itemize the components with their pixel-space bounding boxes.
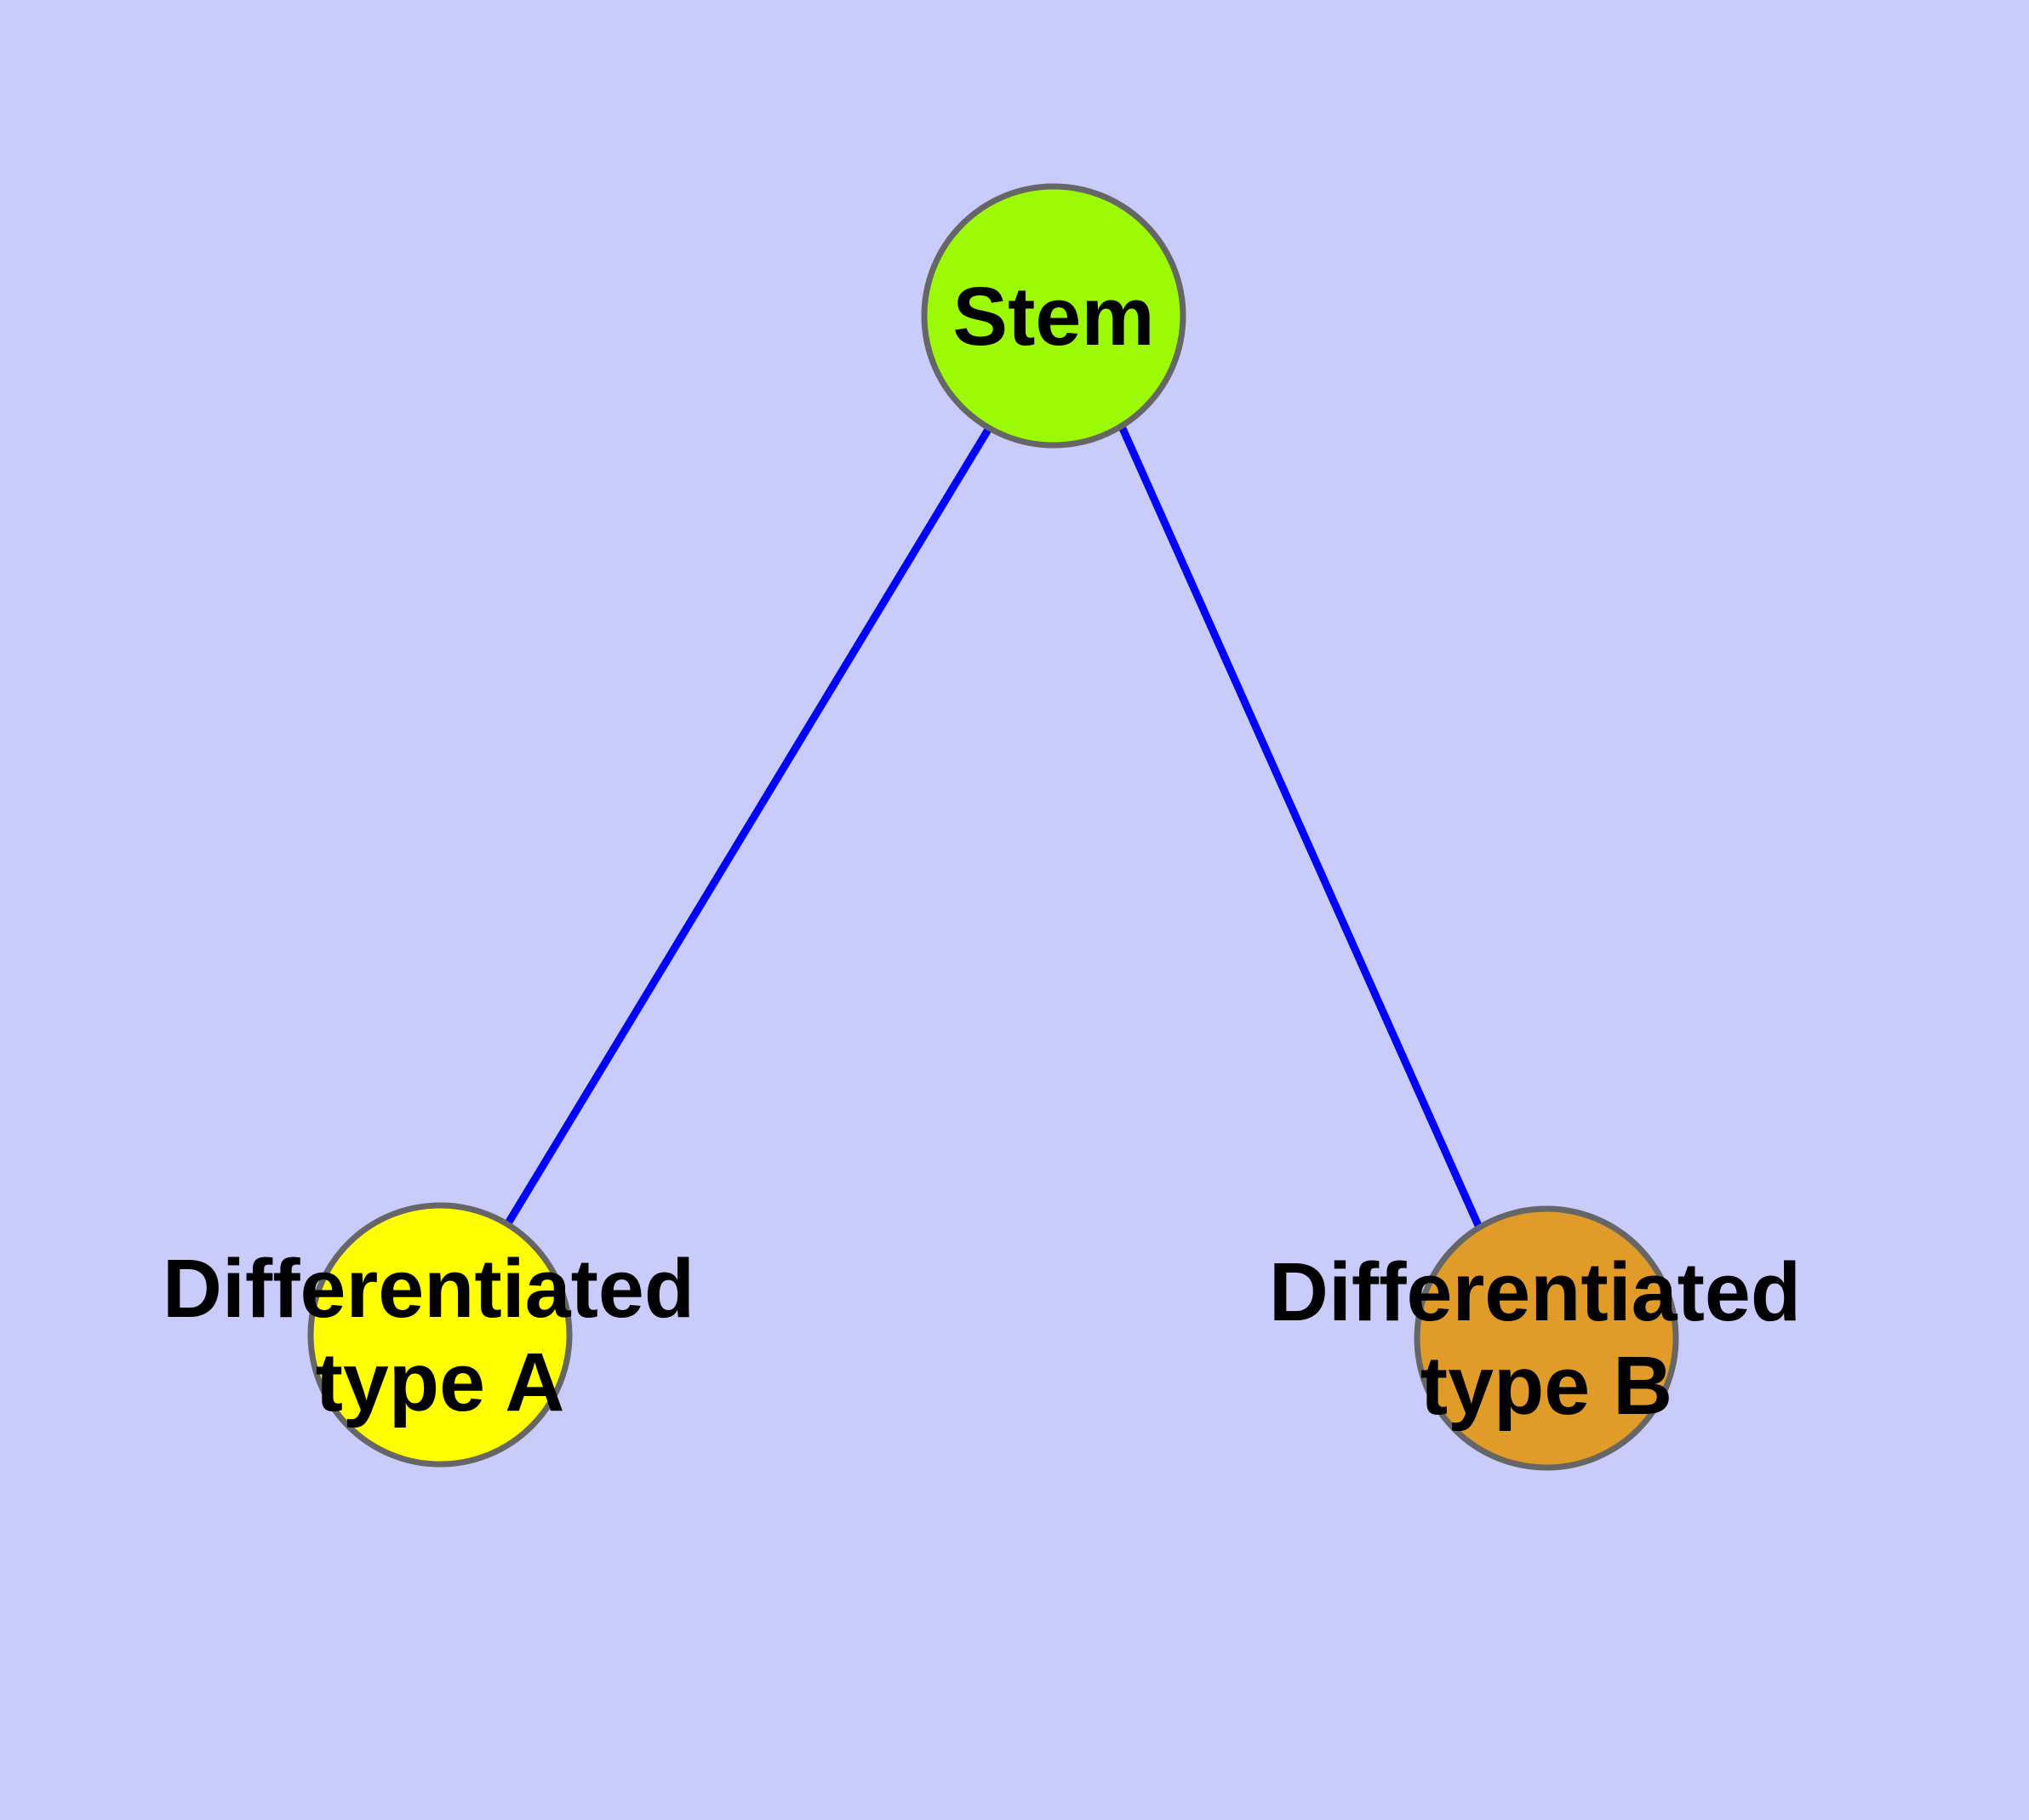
node-stem-circle[interactable] (921, 183, 1186, 449)
node-differentiated-type-b-label-line2: type B (1420, 1339, 1672, 1432)
node-stem-label-line1: Stem (952, 270, 1154, 363)
node-differentiated-type-a-label-line1: Differentiated (163, 1242, 694, 1335)
node-layer (307, 183, 1679, 1471)
edge-stem-to-differentiated-type-a[interactable] (505, 426, 992, 1226)
node-differentiated-type-b-label: Differentiated type B (1269, 1239, 1824, 1432)
node-differentiated-type-a-circle[interactable] (307, 1202, 573, 1468)
node-stem[interactable] (921, 183, 1186, 449)
edge-layer (505, 425, 1483, 1229)
node-differentiated-type-b[interactable] (1414, 1205, 1679, 1471)
node-differentiated-type-b-label-line1: Differentiated (1269, 1245, 1801, 1338)
node-differentiated-type-b-circle[interactable] (1414, 1205, 1679, 1471)
node-stem-label: Stem (952, 270, 1154, 363)
edge-stem-to-differentiated-type-b[interactable] (1117, 425, 1483, 1229)
node-differentiated-type-a-label-line2: type A (316, 1336, 565, 1428)
node-differentiated-type-a-label: Differentiated type A (163, 1235, 717, 1428)
node-differentiated-type-a[interactable] (307, 1202, 573, 1468)
label-layer: Stem Differentiated type A Differentiate… (163, 270, 1824, 1432)
